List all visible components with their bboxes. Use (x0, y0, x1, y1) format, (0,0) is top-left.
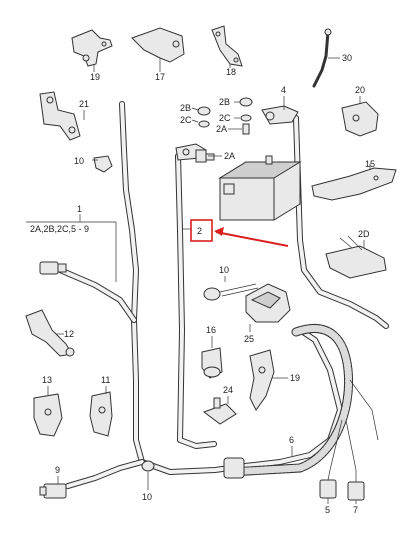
bracket-19 (71, 29, 113, 67)
bracket-13 (33, 393, 63, 437)
bracket-2D (325, 235, 387, 279)
fasteners (197, 97, 253, 135)
cover-25 (245, 283, 291, 323)
callout-17: 17 (155, 72, 165, 82)
harness-connector-left (39, 261, 67, 275)
callout-10-a: 10 (74, 156, 84, 166)
callout-15: 15 (365, 159, 375, 169)
wire-to-connector-5 (327, 419, 343, 481)
cable-2 (175, 153, 217, 449)
wire-to-connector-7 (345, 419, 357, 482)
bracket-20 (341, 101, 379, 137)
callout-2A-a: 2A (216, 124, 227, 134)
clip-10-upper (93, 155, 113, 173)
callout-1: 1 (77, 204, 82, 214)
callout-2D: 2D (358, 229, 370, 239)
ground-cable (293, 115, 389, 329)
bracket-19-lower (249, 349, 275, 411)
connector-5 (319, 479, 337, 499)
callout-10-b: 10 (219, 265, 229, 275)
callout-2B-b: 2B (219, 97, 230, 107)
grommet-10 (203, 283, 259, 301)
connector-9 (39, 483, 67, 499)
callout-2A-b: 2A (224, 151, 235, 161)
bracket-21 (39, 91, 81, 141)
branch-wire (349, 379, 379, 441)
clip-10-lower (141, 460, 155, 472)
callout-25: 25 (244, 334, 254, 344)
callout-2: 2 (197, 226, 202, 236)
callout-2C-b: 2C (219, 113, 231, 123)
stud-24 (202, 397, 237, 425)
callout-19-b: 19 (290, 373, 300, 383)
callout-1-sub: 2A,2B,2C,5 - 9 (30, 224, 89, 234)
callout-5: 5 (325, 505, 330, 515)
bracket-12 (25, 309, 75, 357)
corrugated-harness-6 (223, 323, 354, 479)
main-cable-harness (57, 101, 343, 489)
bracket-18 (211, 25, 243, 67)
callout-30: 30 (342, 53, 352, 63)
bracket-17 (131, 27, 185, 63)
callout-21: 21 (79, 99, 89, 109)
callout-7: 7 (353, 505, 358, 515)
terminal-clamp (175, 105, 299, 163)
callout-18: 18 (226, 67, 236, 77)
callout-16: 16 (206, 325, 216, 335)
connector-7 (347, 481, 365, 501)
battery (218, 155, 302, 221)
callout-2C-a: 2C (180, 115, 192, 125)
highlight-box (190, 219, 213, 242)
highlight-arrow (214, 227, 289, 247)
callout-6: 6 (289, 435, 294, 445)
callout-9: 9 (55, 465, 60, 475)
callout-2B-a: 2B (180, 103, 191, 113)
callout-13: 13 (42, 375, 52, 385)
bracket-15 (311, 167, 397, 201)
callout-19-top: 19 (90, 72, 100, 82)
callout-20: 20 (355, 85, 365, 95)
rod-30 (312, 30, 330, 88)
callout-12: 12 (64, 329, 74, 339)
clip-16 (201, 347, 223, 379)
leader-lines (26, 57, 371, 504)
callout-24: 24 (223, 385, 233, 395)
rod-30-end (324, 28, 332, 36)
callout-4: 4 (281, 85, 286, 95)
callout-10-c: 10 (142, 492, 152, 502)
bracket-11 (89, 391, 113, 437)
callout-11: 11 (101, 375, 110, 385)
